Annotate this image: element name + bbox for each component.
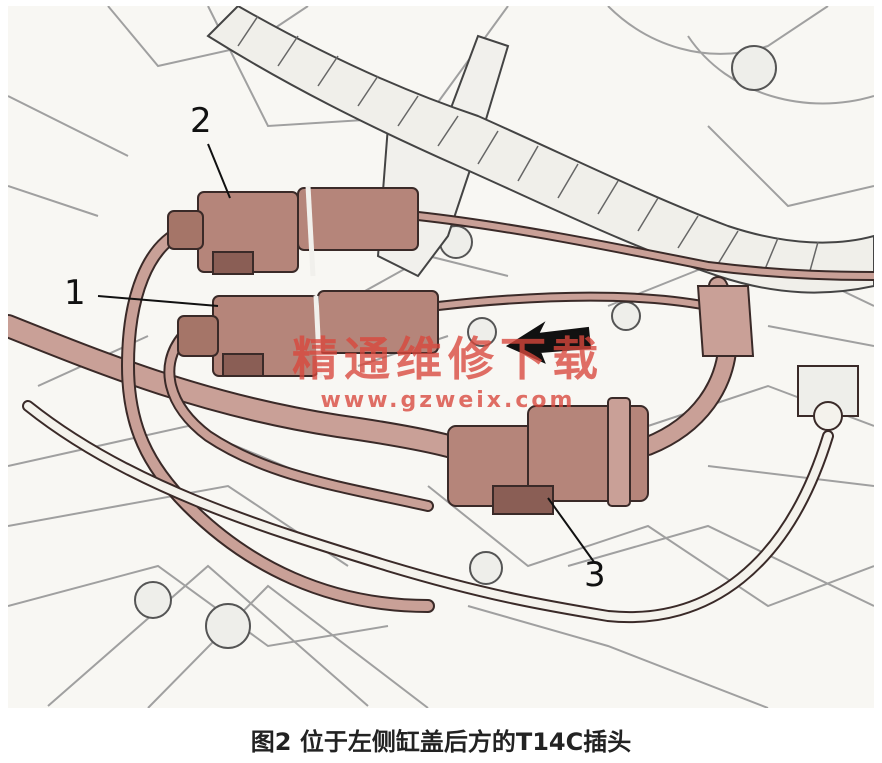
pointer-arrow [505,321,592,364]
connector-3 [447,397,649,515]
corrugated-harness [206,6,874,294]
callout-label-2: 2 [190,101,212,141]
figure-caption: 图2 位于左侧缸盖后方的T14C插头 [250,728,632,756]
callout-leaders [97,143,595,563]
sensor [797,365,859,431]
connector-1 [177,290,439,379]
wire-clamp [696,285,755,357]
callout-label-3: 3 [584,555,606,595]
callout-label-1: 1 [64,273,86,313]
engine-diagram: 2 1 3 精通维修下载 www.gzweix.com [8,6,874,708]
connector-2 [167,185,419,277]
bolt-heads [134,45,777,649]
engine-drawing [8,6,874,708]
